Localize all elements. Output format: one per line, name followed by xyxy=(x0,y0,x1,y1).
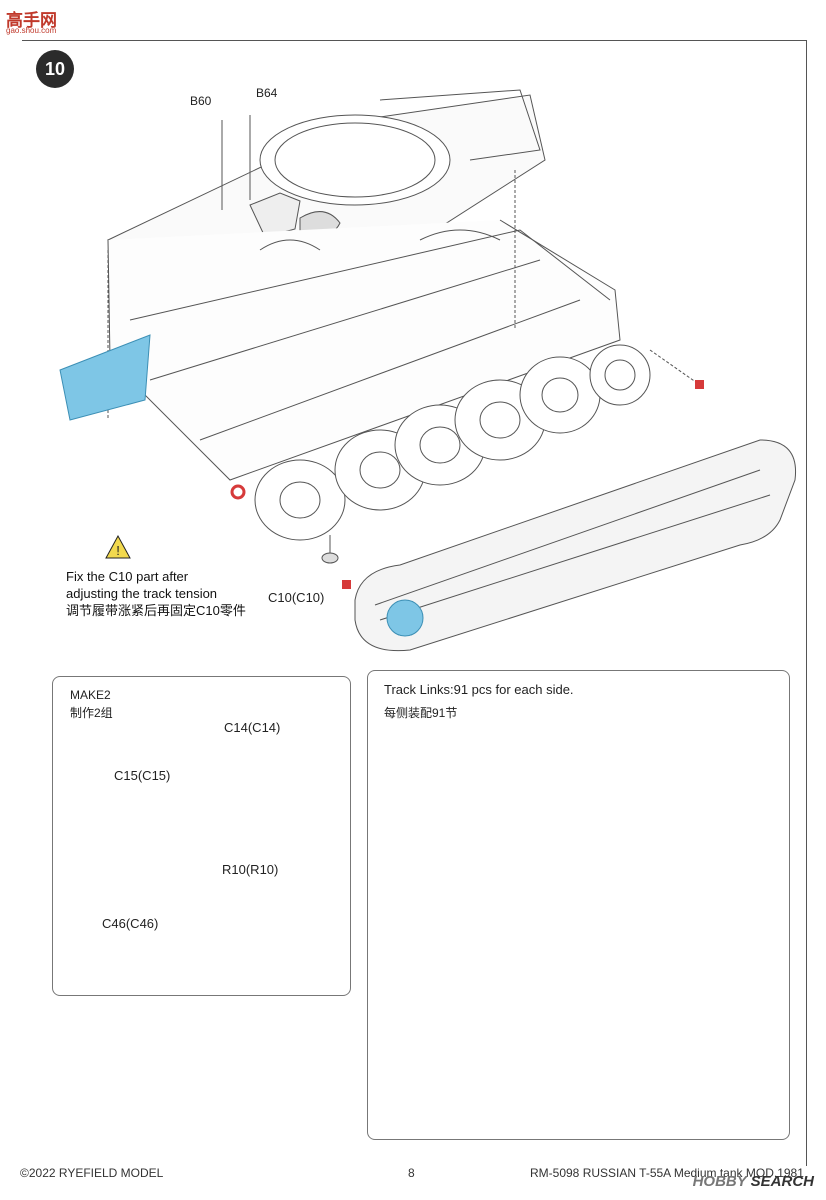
note-line-cn: 调节履带涨紧后再固定C10零件 xyxy=(66,603,246,618)
make2-title: MAKE2 xyxy=(70,688,111,702)
step-number-badge: 10 xyxy=(36,50,74,88)
note-line-2: adjusting the track tension xyxy=(66,586,218,601)
label-b64: B64 xyxy=(256,86,278,100)
note-line-1: Fix the C10 part after xyxy=(66,569,189,584)
site-logo: 高手网 xyxy=(6,11,57,30)
label-c14: C14(C14) xyxy=(224,720,281,735)
warning-icon: ! xyxy=(105,534,131,559)
model-title: RM-5098 RUSSIAN T-55A Medium tank MOD.19… xyxy=(530,1166,804,1180)
track-tension-note: Fix the C10 part after adjusting the tra… xyxy=(66,568,246,619)
make2-title-cn: 制作2组 xyxy=(70,706,113,720)
label-c46: C46(C46) xyxy=(102,916,159,931)
hobbysearch-logo: HOBBY SEARCH xyxy=(693,1173,814,1190)
label-c15: C15(C15) xyxy=(114,768,171,783)
copyright: ©2022 RYEFIELD MODEL xyxy=(20,1166,164,1180)
site-url: gao.shou.com xyxy=(6,26,57,35)
page-frame xyxy=(22,40,807,1166)
logo-part-1: HOBBY xyxy=(692,1173,747,1190)
track-links-title-cn: 每侧装配91节 xyxy=(384,706,458,720)
make2-panel xyxy=(52,676,351,996)
page-number: 8 xyxy=(408,1166,415,1180)
logo-part-2: SEARCH xyxy=(750,1173,814,1190)
label-b60: B60 xyxy=(190,94,212,108)
track-links-panel xyxy=(367,670,790,1140)
label-c10: C10(C10) xyxy=(268,590,325,605)
svg-text:!: ! xyxy=(116,543,120,558)
track-links-title: Track Links:91 pcs for each side. xyxy=(384,682,574,697)
label-r10: R10(R10) xyxy=(222,862,279,877)
